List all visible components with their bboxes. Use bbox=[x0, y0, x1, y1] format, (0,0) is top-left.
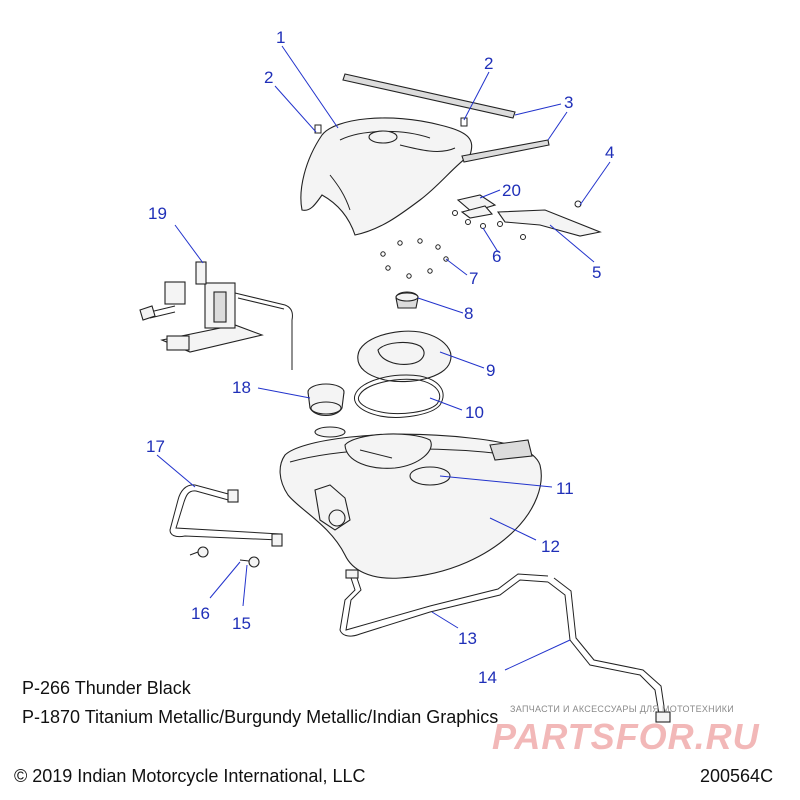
callout-3: 3 bbox=[564, 93, 573, 112]
callout-2-left: 2 bbox=[264, 68, 273, 87]
variant-caption-2: P-1870 Titanium Metallic/Burgundy Metall… bbox=[22, 707, 499, 727]
part-vent-hose bbox=[169, 484, 283, 547]
callout-20: 20 bbox=[502, 181, 521, 200]
callout-10: 10 bbox=[465, 403, 484, 422]
leader-lines bbox=[156, 45, 611, 671]
callout-5: 5 bbox=[592, 263, 601, 282]
callout-17: 17 bbox=[146, 437, 165, 456]
part-fuel-pump bbox=[139, 261, 293, 370]
callout-18: 18 bbox=[232, 378, 251, 397]
watermark-tagline: ЗАПЧАСТИ И АКСЕССУАРЫ ДЛЯ МОТОТЕХНИКИ bbox=[510, 704, 735, 714]
callout-8: 8 bbox=[464, 304, 473, 323]
part-console-cover bbox=[300, 117, 473, 236]
callout-13: 13 bbox=[458, 629, 477, 648]
part-emblem-plates bbox=[452, 194, 602, 240]
variant-caption-1: P-266 Thunder Black bbox=[22, 678, 191, 698]
part-trim-strips bbox=[342, 73, 550, 163]
part-vent-valve bbox=[395, 291, 419, 309]
part-clamps bbox=[189, 546, 260, 568]
callout-12: 12 bbox=[541, 537, 560, 556]
callout-1: 1 bbox=[276, 28, 285, 47]
callout-9: 9 bbox=[486, 361, 495, 380]
callout-15: 15 bbox=[232, 614, 251, 633]
callout-19: 19 bbox=[148, 204, 167, 223]
part-drain-hose bbox=[547, 577, 671, 723]
callout-7: 7 bbox=[469, 269, 478, 288]
part-fuel-tank bbox=[279, 426, 542, 579]
part-crossover-hose bbox=[339, 569, 549, 637]
callout-6: 6 bbox=[492, 247, 501, 266]
part-fuel-cap bbox=[307, 383, 345, 417]
part-pump-flange bbox=[357, 330, 452, 383]
drawing-code: 200564C bbox=[700, 766, 774, 786]
callout-4: 4 bbox=[605, 143, 614, 162]
copyright-notice: © 2019 Indian Motorcycle International, … bbox=[14, 766, 366, 786]
callout-16: 16 bbox=[191, 604, 210, 623]
callout-14: 14 bbox=[478, 668, 497, 687]
part-nuts bbox=[380, 238, 449, 279]
part-gasket bbox=[353, 374, 444, 418]
watermark-logo: PARTSFOR.RU bbox=[492, 716, 760, 757]
callout-11: 11 bbox=[556, 479, 574, 498]
callouts: 1 2 2 3 4 20 19 6 5 7 8 9 18 10 17 11 12… bbox=[146, 28, 614, 687]
callout-2-right: 2 bbox=[484, 54, 493, 73]
